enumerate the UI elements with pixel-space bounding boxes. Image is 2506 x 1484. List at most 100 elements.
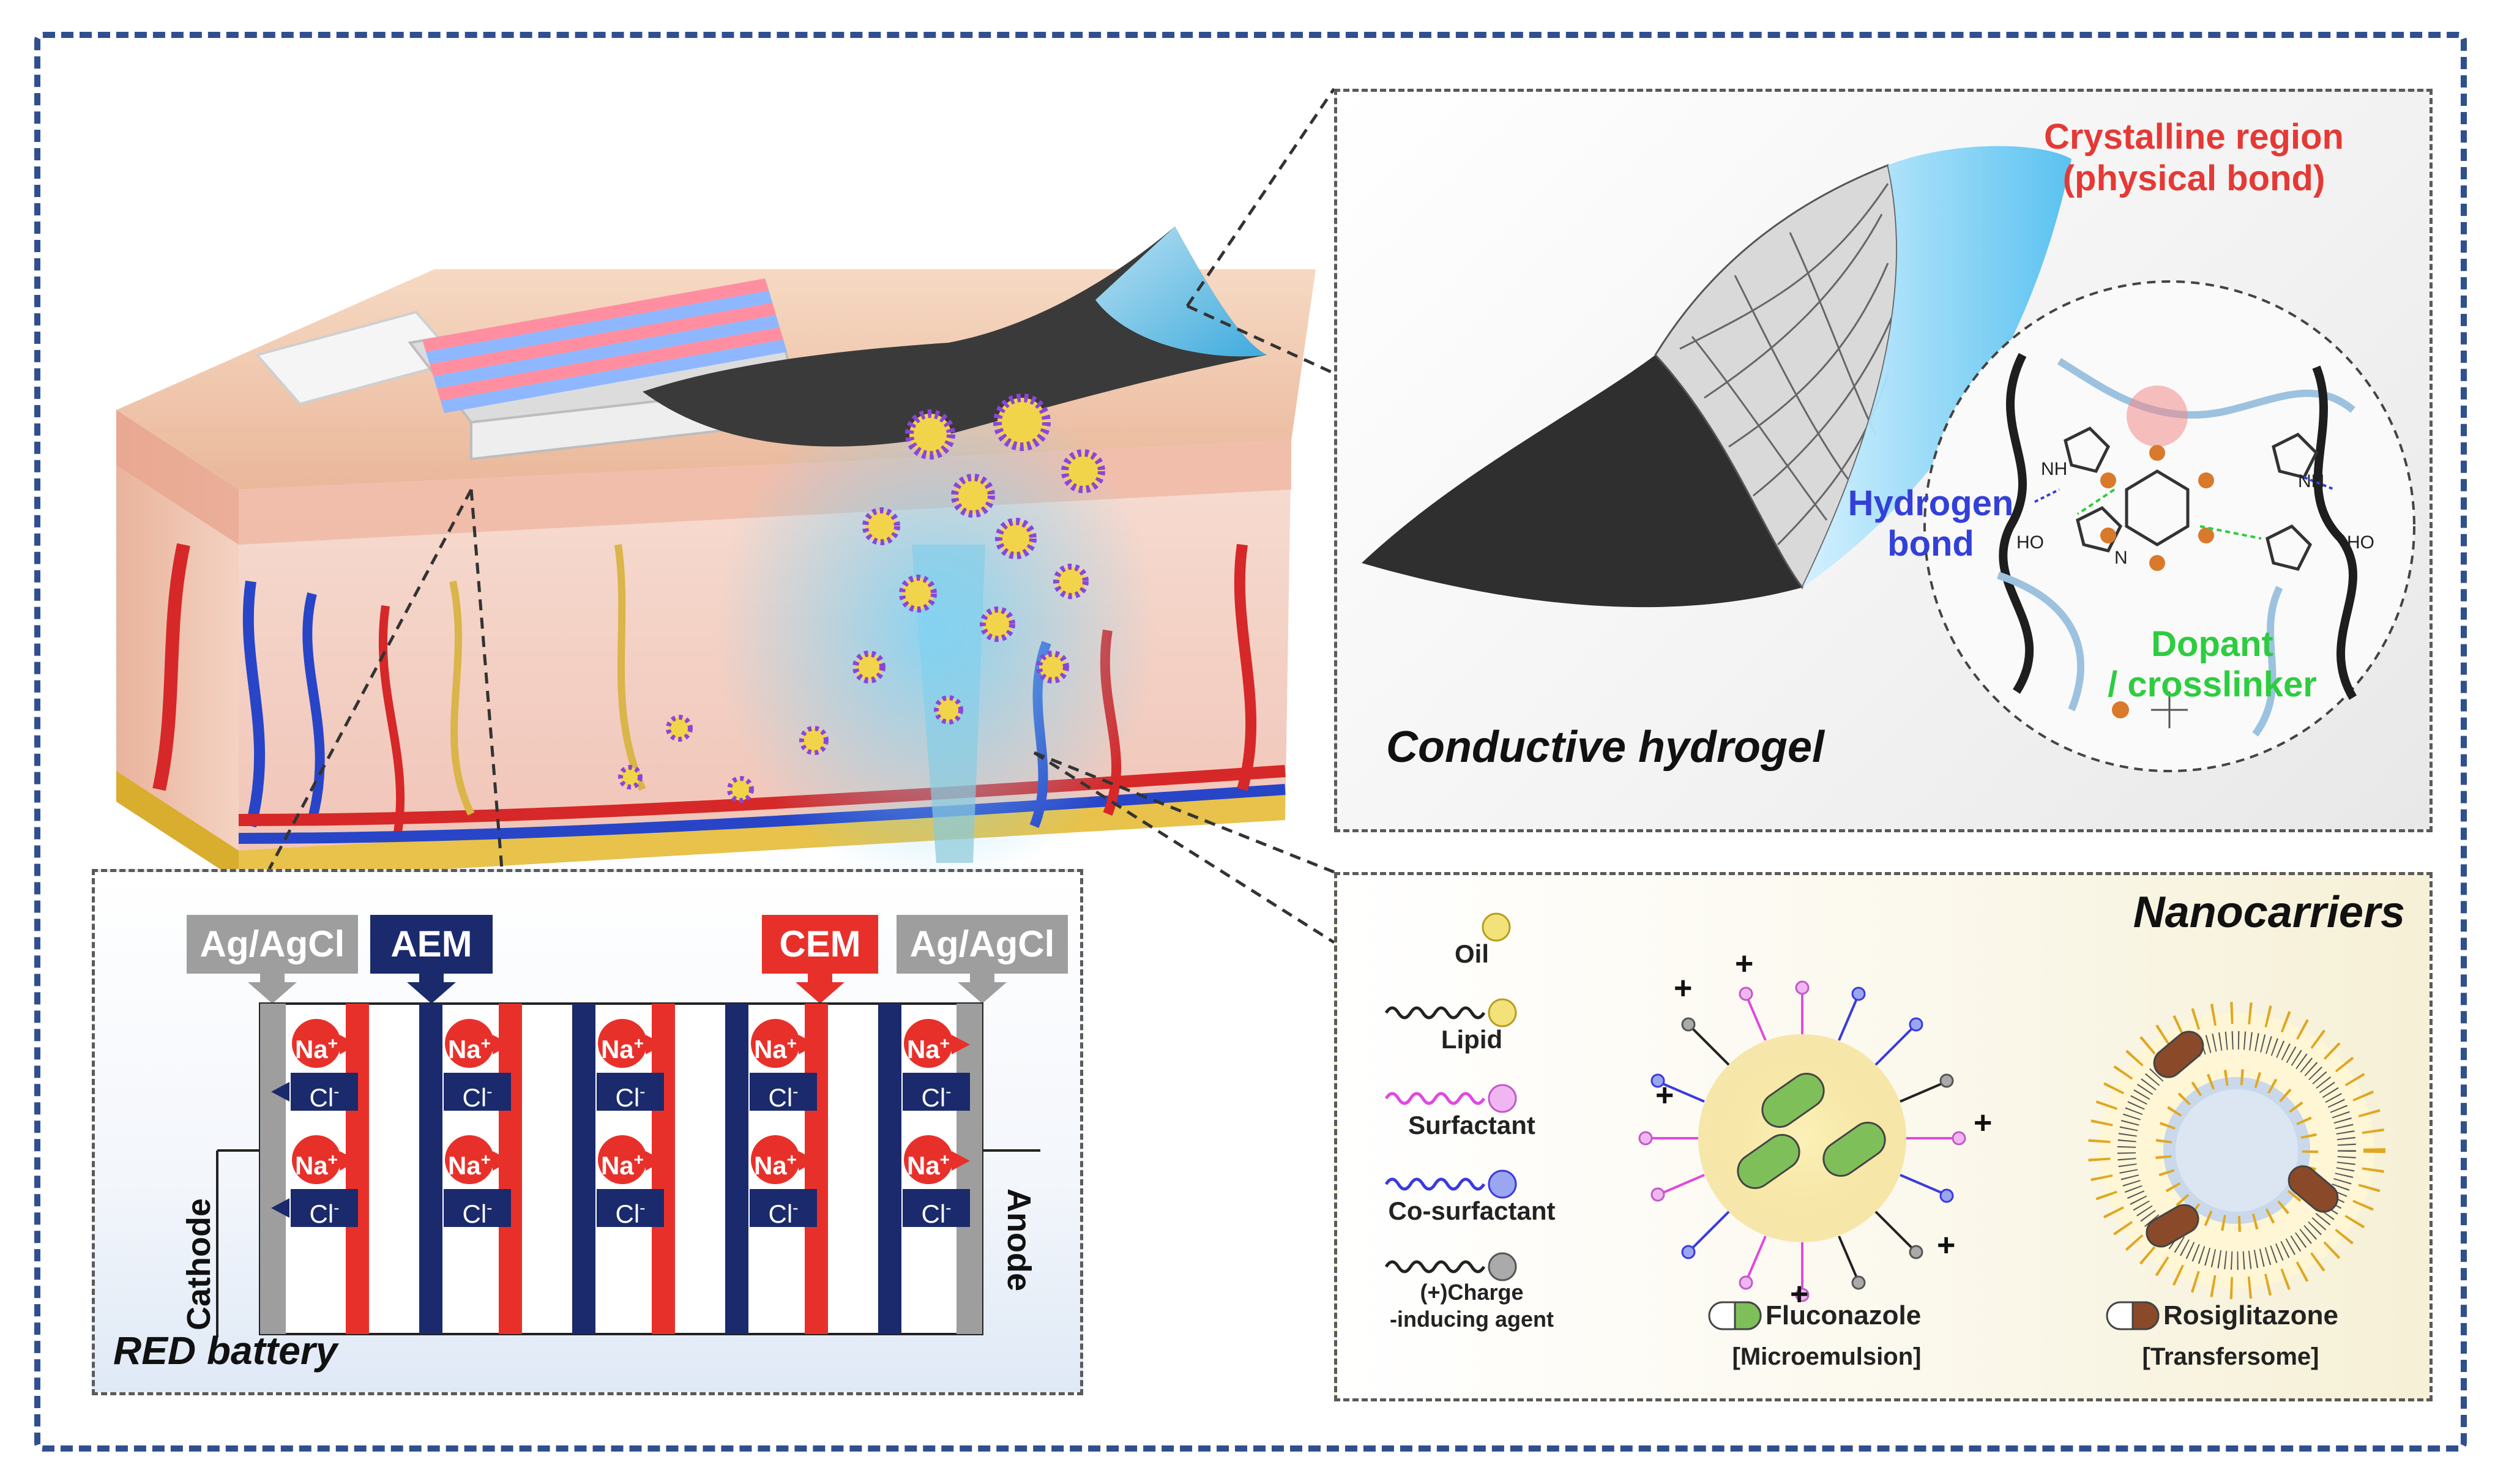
cl-ion: Cl- bbox=[444, 1073, 511, 1112]
na-ion-charge: + bbox=[327, 1034, 338, 1053]
na-ion: Na+ bbox=[445, 1135, 494, 1184]
legend-oil-label: Oil bbox=[1454, 939, 1489, 968]
cl-ion-charge: - bbox=[487, 1198, 493, 1217]
na-ion-label: Na bbox=[294, 1035, 328, 1064]
cl-arrow-icon bbox=[271, 1198, 289, 1218]
crystalline-label-line1: Crystalline region bbox=[2044, 117, 2344, 157]
conductive-hydrogel-layer bbox=[1802, 146, 2072, 588]
cl-ion-charge: - bbox=[945, 1198, 952, 1217]
na-ion: Na+ bbox=[598, 1019, 647, 1068]
hydrogel-patch-dark bbox=[643, 226, 1267, 447]
na-ion-label: Na bbox=[447, 1035, 481, 1064]
cl-ion-charge: - bbox=[640, 1082, 646, 1101]
na-ion-charge: + bbox=[480, 1034, 491, 1053]
nanofiber-mesh-layer bbox=[1654, 163, 1898, 589]
na-arrow-icon bbox=[340, 1151, 358, 1171]
hydrogen-bond-label: Hydrogen bond bbox=[1839, 483, 2023, 564]
cl-ion-charge: - bbox=[792, 1082, 799, 1101]
molecular-structure-circle bbox=[1923, 280, 2415, 772]
cl-ion: Cl- bbox=[597, 1189, 664, 1228]
plus-sign-6: + bbox=[1790, 1277, 1809, 1312]
crystalline-label-line2: (physical bond) bbox=[2062, 158, 2325, 198]
na-ion-label: Na bbox=[600, 1035, 634, 1064]
na-ion-charge: + bbox=[633, 1150, 644, 1169]
drug-diffusion-glow bbox=[716, 373, 1157, 887]
outer-frame bbox=[34, 32, 2467, 1452]
cl-ion-charge: - bbox=[334, 1082, 340, 1101]
n-label: N bbox=[2114, 548, 2128, 568]
anode-label: Anode bbox=[1001, 1188, 1037, 1291]
na-ion-label: Na bbox=[753, 1151, 787, 1180]
na-arrow-icon bbox=[493, 1151, 511, 1171]
lipid-icon bbox=[1384, 1006, 1486, 1020]
surfactant-icon bbox=[1384, 1092, 1486, 1105]
tag-arrows bbox=[248, 974, 1007, 1004]
charge-agent-line2: -inducing agent bbox=[1390, 1307, 1554, 1332]
na-ion-charge: + bbox=[327, 1150, 338, 1169]
cl-ion-charge: - bbox=[487, 1082, 493, 1101]
cl-ion-charge: - bbox=[334, 1198, 340, 1217]
hydrogel-title: Conductive hydrogel bbox=[1386, 723, 1825, 772]
legend-surfactant-label: Surfactant bbox=[1408, 1111, 1535, 1139]
cl-ion: Cl- bbox=[903, 1189, 970, 1228]
plus-sign-2: + bbox=[1735, 946, 1754, 982]
na-arrow-icon bbox=[799, 1035, 817, 1054]
nh-label-left: NH bbox=[2041, 459, 2068, 479]
membrane-stack bbox=[422, 278, 787, 413]
cl-ion-charge: - bbox=[945, 1082, 952, 1101]
hydrogen-label-line1: Hydrogen bbox=[1848, 483, 2014, 523]
membranes bbox=[346, 1004, 901, 1334]
red-battery-title: RED battery bbox=[113, 1329, 338, 1373]
cl-arrow-icon bbox=[577, 1198, 595, 1218]
fluconazole-capsules bbox=[1737, 1073, 1886, 1189]
charge-agent-icon bbox=[1384, 1260, 1486, 1273]
dopant-label-line1: Dopant bbox=[2151, 624, 2273, 664]
crosslinker-ring bbox=[2125, 469, 2190, 546]
na-ion-charge: + bbox=[786, 1150, 797, 1169]
na-ion-charge: + bbox=[939, 1150, 950, 1169]
anode-label-box: Anode bbox=[994, 1160, 1043, 1319]
cl-arrow-icon bbox=[424, 1198, 442, 1218]
nanocarriers-title: Nanocarriers bbox=[2133, 888, 2405, 937]
hydrogel-sheet-illustration bbox=[1362, 146, 2072, 608]
cathode-label-box: Cathode bbox=[174, 1184, 223, 1343]
na-ion-charge: + bbox=[480, 1150, 491, 1169]
oil-icon bbox=[1482, 912, 1511, 942]
plus-sign-3: + bbox=[1655, 1078, 1674, 1113]
cl-arrow-icon bbox=[424, 1082, 442, 1102]
na-ion-label: Na bbox=[447, 1151, 481, 1180]
rosiglitazone-capsule-icon bbox=[2106, 1301, 2160, 1330]
nerve-fiber bbox=[449, 580, 475, 816]
cl-ion-label: Cl bbox=[462, 1083, 487, 1112]
plus-sign-5: + bbox=[1937, 1228, 1956, 1263]
na-arrow-icon bbox=[493, 1035, 511, 1054]
plus-sign-1: + bbox=[1674, 971, 1693, 1006]
cl-ion: Cl- bbox=[750, 1189, 817, 1228]
transfersome-label: [Transfersome] bbox=[2142, 1343, 2319, 1370]
crystalline-label: Crystalline region (physical bond) bbox=[2010, 116, 2377, 199]
fluconazole-capsule-icon bbox=[1708, 1301, 1762, 1330]
na-ion-label: Na bbox=[906, 1151, 940, 1180]
cl-ion: Cl- bbox=[750, 1073, 817, 1112]
legend-charge-agent-label: (+)Charge -inducing agent bbox=[1374, 1279, 1570, 1333]
nanocarriers-panel: Nanocarriers Oil Lipid Surfactant Co-sur… bbox=[1334, 872, 2433, 1401]
na-ion: Na+ bbox=[598, 1135, 647, 1184]
na-arrow-icon bbox=[646, 1035, 664, 1054]
microemulsion-illustration bbox=[1638, 980, 1966, 1302]
skin-illustration bbox=[116, 226, 1316, 887]
cathode-label: Cathode bbox=[181, 1198, 217, 1330]
cem-tag: CEM bbox=[762, 915, 878, 974]
cl-ion: Cl- bbox=[903, 1073, 970, 1112]
cl-ion-label: Cl bbox=[309, 1199, 334, 1228]
na-ion: Na+ bbox=[292, 1019, 341, 1068]
cl-ion: Cl- bbox=[444, 1189, 511, 1228]
cl-ion: Cl- bbox=[291, 1189, 358, 1228]
na-ion: Na+ bbox=[904, 1135, 953, 1184]
cosurfactant-icon bbox=[1384, 1177, 1486, 1191]
plus-sign-4: + bbox=[1974, 1105, 1993, 1141]
electrode-left bbox=[260, 1004, 286, 1334]
ion-layer: Na+Cl-Na+Cl-Na+Cl-Na+Cl-Na+Cl-Na+Cl-Na+C… bbox=[95, 872, 1080, 1392]
transfersome-illustration bbox=[2088, 1002, 2385, 1299]
cl-arrow-icon bbox=[883, 1198, 901, 1218]
